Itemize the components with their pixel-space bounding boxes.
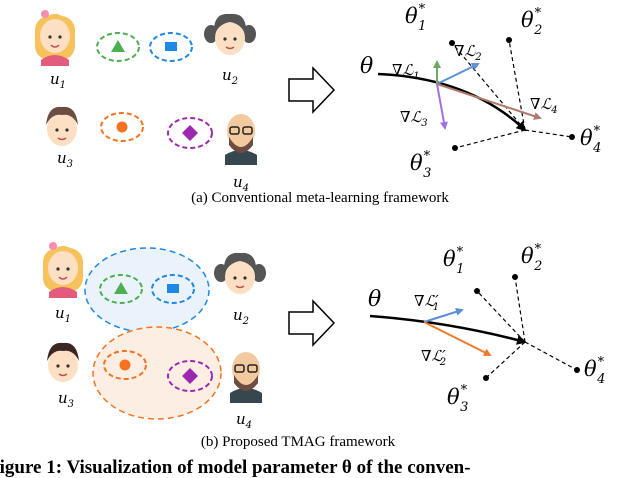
optimum-point bbox=[449, 40, 455, 46]
theta3-label: θ*3 bbox=[447, 383, 468, 415]
theta2-label: θ*2 bbox=[521, 242, 542, 274]
dashed-line-theta3 bbox=[485, 341, 526, 379]
theta4-label: θ*4 bbox=[584, 355, 605, 387]
user-label-u2: u2 bbox=[222, 66, 238, 87]
task-ellipse-purple bbox=[167, 360, 213, 392]
arrow-right-icon bbox=[288, 299, 336, 347]
task-ellipse-green bbox=[99, 274, 143, 304]
triangle-icon bbox=[114, 282, 128, 294]
theta-path-arrow bbox=[369, 314, 527, 345]
arrow-right-icon bbox=[288, 66, 336, 114]
caption-a: (a) Conventional meta-learning framework bbox=[191, 190, 449, 206]
theta-label: θ bbox=[360, 54, 373, 79]
group-ellipse-blue bbox=[84, 247, 210, 333]
task-ellipse-blue bbox=[151, 274, 195, 304]
theta-path-arrow bbox=[377, 72, 527, 132]
theta3-label: θ*3 bbox=[410, 149, 431, 181]
grad-label-3: ∇ℒ3 bbox=[400, 108, 428, 129]
user-label-u4: u4 bbox=[236, 410, 252, 431]
user-avatar-girl-icon bbox=[43, 242, 83, 298]
theta1-label: θ*1 bbox=[405, 2, 426, 34]
gradient-arrow-1 bbox=[423, 307, 464, 323]
user-label-u3: u3 bbox=[58, 389, 74, 410]
figure-caption: Figure 1: Visualization of model paramet… bbox=[0, 457, 471, 478]
optimum-point bbox=[512, 274, 518, 280]
caption-b: (b) Proposed TMAG framework bbox=[201, 434, 396, 450]
circle-icon bbox=[116, 121, 128, 133]
user-avatar-girl-dark-icon bbox=[204, 13, 256, 55]
user-label-u4: u4 bbox=[233, 173, 249, 194]
diamond-icon bbox=[182, 125, 198, 141]
grad-label-1: ∇ℒ′1 bbox=[414, 292, 439, 313]
triangle-icon bbox=[111, 40, 125, 52]
dashed-line-theta1 bbox=[451, 42, 526, 131]
optimum-point bbox=[569, 134, 575, 140]
task-ellipse-orange bbox=[100, 112, 144, 142]
user-avatar-girl-dark-icon bbox=[214, 252, 266, 294]
circle-icon bbox=[119, 359, 131, 371]
user-avatar-man-glasses-icon bbox=[225, 114, 257, 165]
user-label-u1: u1 bbox=[55, 304, 71, 325]
optimum-point bbox=[506, 37, 512, 43]
optimum-point bbox=[452, 145, 458, 151]
dashed-line-theta1 bbox=[476, 290, 526, 343]
grad-label-4: ∇ℒ4 bbox=[530, 95, 558, 116]
dashed-line-theta4 bbox=[524, 341, 578, 371]
user-avatar-man-glasses-icon bbox=[230, 352, 262, 403]
theta1-label: θ*1 bbox=[443, 245, 464, 277]
theta-label: θ bbox=[368, 287, 381, 312]
user-avatar-girl-icon bbox=[35, 10, 75, 66]
task-ellipse-blue bbox=[149, 32, 193, 62]
gradient-arrow-2 bbox=[436, 63, 480, 85]
panel-a: u1 u2 u3 bbox=[35, 2, 601, 206]
grad-label-2: ∇ℒ′2 bbox=[421, 347, 446, 368]
grad-label-2: ∇ℒ2 bbox=[454, 42, 482, 63]
user-avatar-boy-icon bbox=[46, 106, 78, 146]
user-avatar-boy-icon bbox=[47, 342, 79, 382]
theta4-label: θ*4 bbox=[580, 124, 601, 156]
gradient-arrow-3 bbox=[436, 83, 448, 130]
task-ellipse-purple bbox=[167, 117, 213, 149]
gradient-arrow-4 bbox=[436, 83, 542, 120]
dashed-line-theta2 bbox=[508, 39, 526, 131]
optimum-point bbox=[474, 288, 480, 294]
gradient-arrow-2 bbox=[423, 321, 492, 356]
square-icon bbox=[165, 42, 177, 51]
optimum-point bbox=[574, 367, 580, 373]
dashed-line-theta3 bbox=[454, 129, 526, 149]
task-ellipse-green bbox=[96, 32, 140, 62]
panel-b: u1 u2 u3 bbox=[43, 242, 605, 450]
group-ellipse-orange bbox=[92, 326, 222, 420]
square-icon bbox=[167, 284, 179, 293]
user-label-u3: u3 bbox=[57, 149, 73, 170]
user-label-u2: u2 bbox=[233, 306, 249, 327]
dashed-line-theta2 bbox=[514, 276, 526, 343]
optimum-point bbox=[483, 375, 489, 381]
user-label-u1: u1 bbox=[50, 70, 66, 91]
task-ellipse-orange bbox=[103, 350, 147, 380]
grad-label-1: ∇ℒ1 bbox=[392, 61, 420, 82]
diamond-icon bbox=[182, 368, 198, 384]
theta2-label: θ*2 bbox=[521, 6, 542, 38]
dashed-line-theta4 bbox=[524, 129, 573, 138]
